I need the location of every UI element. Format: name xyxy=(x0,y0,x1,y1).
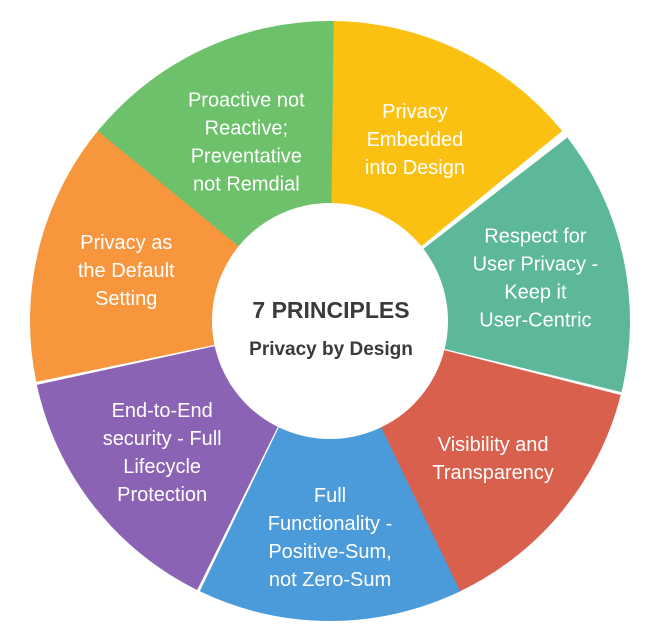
segment-label-line: Full xyxy=(314,485,346,507)
segment-label-line: Protection xyxy=(117,484,207,506)
segment-functionality xyxy=(199,321,461,622)
center-title: 7 PRINCIPLES xyxy=(252,297,409,323)
segment-label-line: Privacy as xyxy=(80,232,172,254)
segment-label-line: Privacy xyxy=(382,101,448,123)
segment-label-line: not Zero-Sum xyxy=(269,569,391,591)
segment-label-line: Keep it xyxy=(504,281,567,303)
segment-label-line: into Design xyxy=(365,157,465,179)
segment-label-line: the Default xyxy=(78,260,175,282)
segment-label-line: Respect for xyxy=(484,225,587,247)
segment-label-line: Positive-Sum, xyxy=(268,541,391,563)
segment-label-line: security - Full xyxy=(103,428,222,450)
segment-label-line: End-to-End xyxy=(112,400,213,422)
center-circle xyxy=(212,203,448,439)
segment-label-line: Functionality - xyxy=(268,513,393,535)
segment-label-line: User-Centric xyxy=(479,309,591,331)
segment-label-line: Transparency xyxy=(432,462,554,484)
segment-label-line: not Remdial xyxy=(193,174,300,196)
segment-label-line: Reactive; xyxy=(205,118,288,140)
segment-label-line: Preventative xyxy=(191,146,302,168)
segment-label-line: Setting xyxy=(95,288,157,310)
segment-label-line: User Privacy - xyxy=(473,253,599,275)
segment-label-line: Lifecycle xyxy=(123,456,201,478)
segment-label-line: Embedded xyxy=(367,129,464,151)
center-subtitle: Privacy by Design xyxy=(249,339,413,360)
segment-label-line: Visibility and xyxy=(438,434,549,456)
segment-label-line: Proactive not xyxy=(188,90,305,112)
